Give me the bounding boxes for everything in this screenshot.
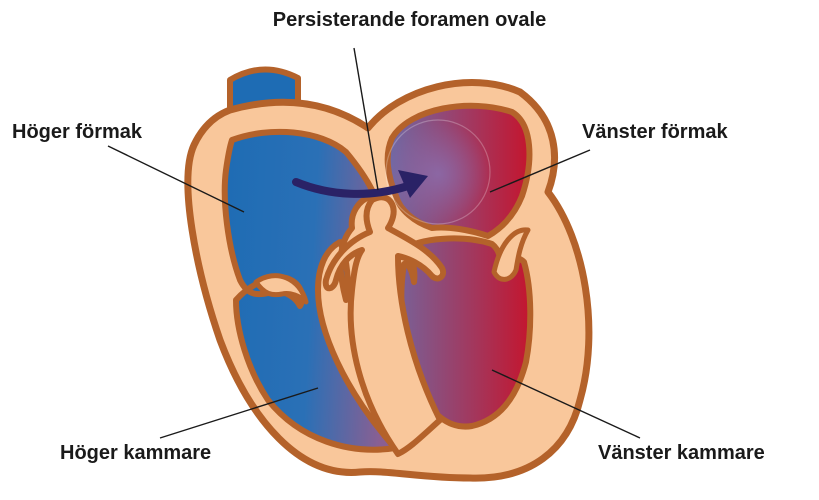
right-atrium-label: Höger förmak (12, 120, 142, 144)
left-ventricle-label: Vänster kammare (598, 441, 765, 465)
left-atrium-label: Vänster förmak (582, 120, 728, 144)
pfo-label: Persisterande foramen ovale (0, 8, 819, 32)
right-ventricle-label: Höger kammare (60, 441, 211, 465)
